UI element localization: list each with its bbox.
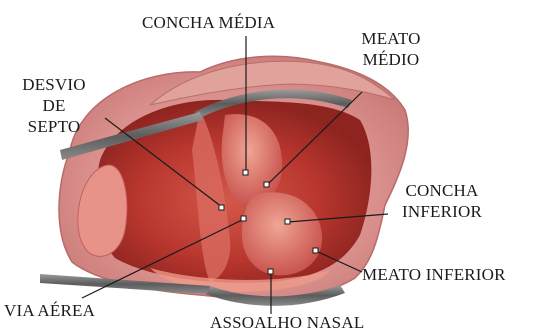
label-assoalho-nasal: ASSOALHO NASAL: [210, 312, 364, 333]
label-meato-medio-line2: MÉDIO: [356, 49, 426, 70]
marker-concha-media: [243, 170, 248, 175]
marker-concha-inferior: [285, 219, 290, 224]
label-meato-inferior: MEATO INFERIOR: [362, 264, 506, 285]
label-concha-inferior-line1: CONCHA: [386, 180, 498, 201]
marker-meato-medio: [264, 182, 269, 187]
label-desvio-septo: DESVIO DE SEPTO: [8, 74, 100, 137]
label-meato-medio-line1: MEATO: [356, 28, 426, 49]
label-desvio-line3: SEPTO: [8, 116, 100, 137]
marker-assoalho: [268, 269, 273, 274]
label-meato-medio: MEATO MÉDIO: [356, 28, 426, 70]
marker-desvio: [219, 205, 224, 210]
marker-meato-inferior: [313, 248, 318, 253]
label-concha-inferior: CONCHA INFERIOR: [386, 180, 498, 222]
label-concha-inferior-line2: INFERIOR: [386, 201, 498, 222]
label-desvio-line2: DE: [8, 95, 100, 116]
label-desvio-line1: DESVIO: [8, 74, 100, 95]
label-via-aerea: VIA AÉREA: [4, 300, 95, 321]
label-concha-media: CONCHA MÉDIA: [142, 12, 275, 33]
marker-via-aerea: [241, 216, 246, 221]
